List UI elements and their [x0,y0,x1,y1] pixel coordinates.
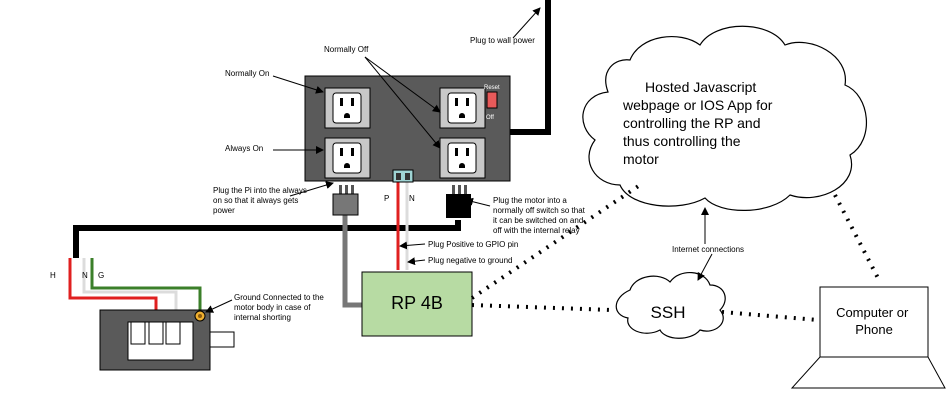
outlet-normally-off-bottom [439,137,486,179]
rp-4b-box [361,271,473,337]
computer-label: Computer or Phone [836,305,912,337]
outlet-normally-off-top [439,87,486,129]
internet-connections-label: Internet connections [672,245,744,254]
reset-label: Reset [484,85,500,91]
ground-note: Ground Connected to the motor body in ca… [234,293,326,322]
pi-power-wire [342,215,362,308]
neutral-wire [82,258,178,322]
ssh-cloud [615,272,726,339]
always-on-label: Always On [225,144,263,153]
p-label: P [384,194,389,203]
wall-power-label: Plug to wall power [470,36,535,45]
gpio-note: Plug Positive to GPIO pin [428,240,518,249]
network-connections [470,183,882,322]
ground-wire [90,258,202,312]
reset-switch[interactable] [486,91,498,109]
n-label: N [409,194,415,203]
ground-plug-note: Plug negative to ground [428,256,513,265]
pi-plug-note: Plug the Pi into the always on so that i… [213,186,309,215]
normally-on-label: Normally On [225,69,269,78]
off-label: Off [486,115,494,121]
outlet-always-on [324,137,371,179]
cloud-text: Hosted Javascript webpage or IOS App for… [622,79,776,167]
hosted-app-cloud [582,25,868,211]
ssh-label: SSH [651,303,686,322]
normally-off-label: Normally Off [324,45,369,54]
wire-n-label: N [82,271,88,280]
computer-or-phone [790,286,946,389]
wire-g-label: G [98,271,104,280]
pi-plug [332,185,359,216]
motor [99,309,235,371]
wall-power-cable [510,0,551,135]
motor-plug [446,185,471,218]
outlet-normally-on [324,87,371,129]
rp-4b-label: RP 4B [391,293,443,313]
motor-plug-note: Plug the motor into a normally off switc… [493,196,587,235]
wire-h-label: H [50,271,56,280]
main-cable [73,220,461,258]
